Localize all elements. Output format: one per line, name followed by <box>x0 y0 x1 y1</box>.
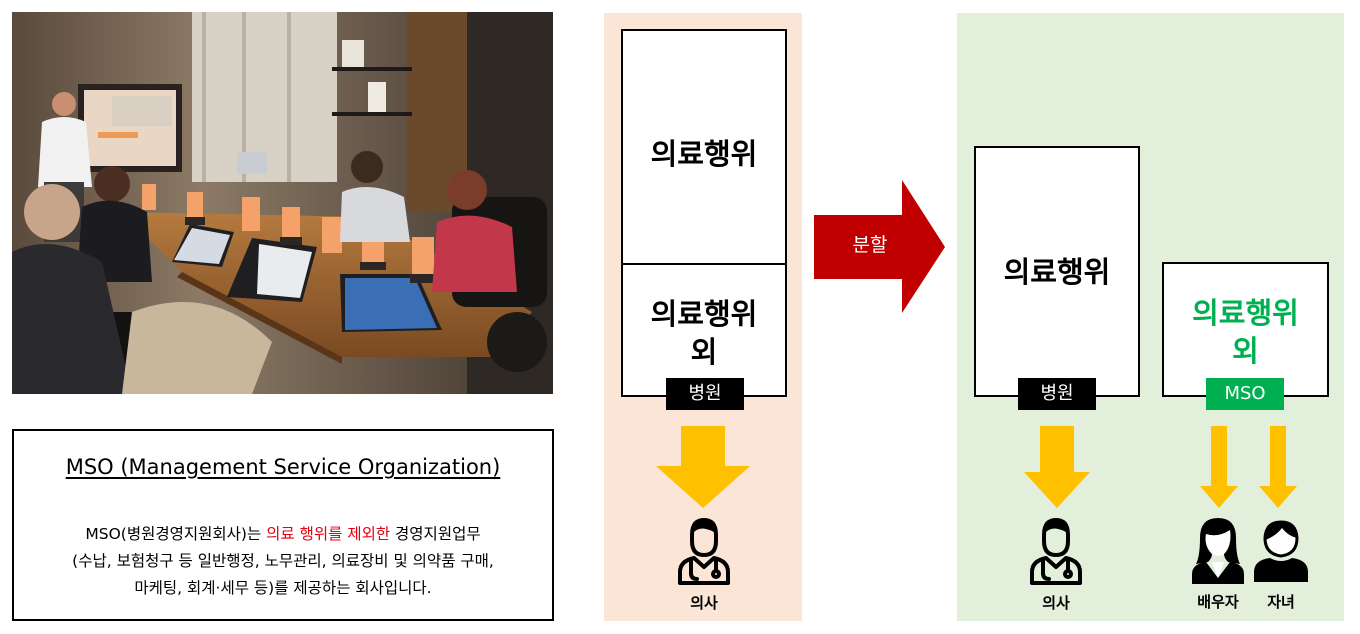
mso-desc-highlight: 의료 행위를 제외한 <box>266 525 391 543</box>
after-non-medical-line-2: 외 <box>1232 334 1259 368</box>
after-hospital-box: 의료행위 <box>974 146 1140 397</box>
before-doctor-caption: 의사 <box>690 594 718 612</box>
before-down-arrow-icon <box>656 426 750 508</box>
after-doctor-caption: 의사 <box>1042 594 1070 612</box>
after-mso-box: 의료행위 외 <box>1162 262 1329 397</box>
mso-description-line-2: (수납, 보험청구 등 일반행정, 노무관리, 의료장비 및 의약품 구매, <box>72 552 494 570</box>
before-non-medical-label: 의료행위 외 <box>623 295 785 371</box>
mso-description-line-3: 마케팅, 회계·세무 등)를 제공하는 회사입니다. <box>134 579 432 597</box>
children-caption: 자녀 <box>1267 593 1295 611</box>
after-spouse-down-arrow-icon <box>1200 426 1238 508</box>
split-arrow-icon <box>814 180 945 313</box>
children-boy-icon <box>1254 520 1308 582</box>
meeting-photo-illustration <box>12 12 553 394</box>
mso-desc-prefix: MSO(병원경영지원회사)는 <box>85 525 267 543</box>
before-doctor-icon <box>678 518 730 585</box>
before-non-medical-line-1: 의료행위 <box>650 297 758 331</box>
after-medical-label: 의료행위 <box>1003 255 1111 289</box>
after-non-medical-line-1: 의료행위 <box>1192 296 1299 330</box>
meeting-photo <box>12 12 553 394</box>
after-doctor-icon <box>1030 518 1082 585</box>
after-mso-tag: MSO <box>1206 378 1284 410</box>
after-doctor-down-arrow-icon <box>1024 426 1090 508</box>
before-medical-label: 의료행위 <box>650 137 758 171</box>
before-non-medical-line-2: 외 <box>690 335 718 369</box>
before-non-medical-box: 의료행위 외 <box>621 263 787 397</box>
mso-desc-suffix: 경영지원업무 <box>390 525 481 543</box>
before-hospital-tag: 병원 <box>666 378 744 410</box>
after-hospital-tag: 병원 <box>1018 378 1096 410</box>
split-label: 분할 <box>852 234 888 256</box>
after-non-medical-label: 의료행위 외 <box>1164 294 1327 370</box>
mso-definition-box: MSO (Management Service Organization) MS… <box>12 429 554 621</box>
mso-title: MSO (Management Service Organization) <box>65 455 501 479</box>
spouse-caption: 배우자 <box>1197 593 1239 611</box>
after-children-down-arrow-icon <box>1259 426 1297 508</box>
spouse-woman-icon <box>1192 518 1244 584</box>
mso-description-line-1: MSO(병원경영지원회사)는 의료 행위를 제외한 경영지원업무 <box>28 521 538 548</box>
before-medical-box: 의료행위 <box>621 29 787 265</box>
mso-description: MSO(병원경영지원회사)는 의료 행위를 제외한 경영지원업무 (수납, 보험… <box>28 521 538 602</box>
